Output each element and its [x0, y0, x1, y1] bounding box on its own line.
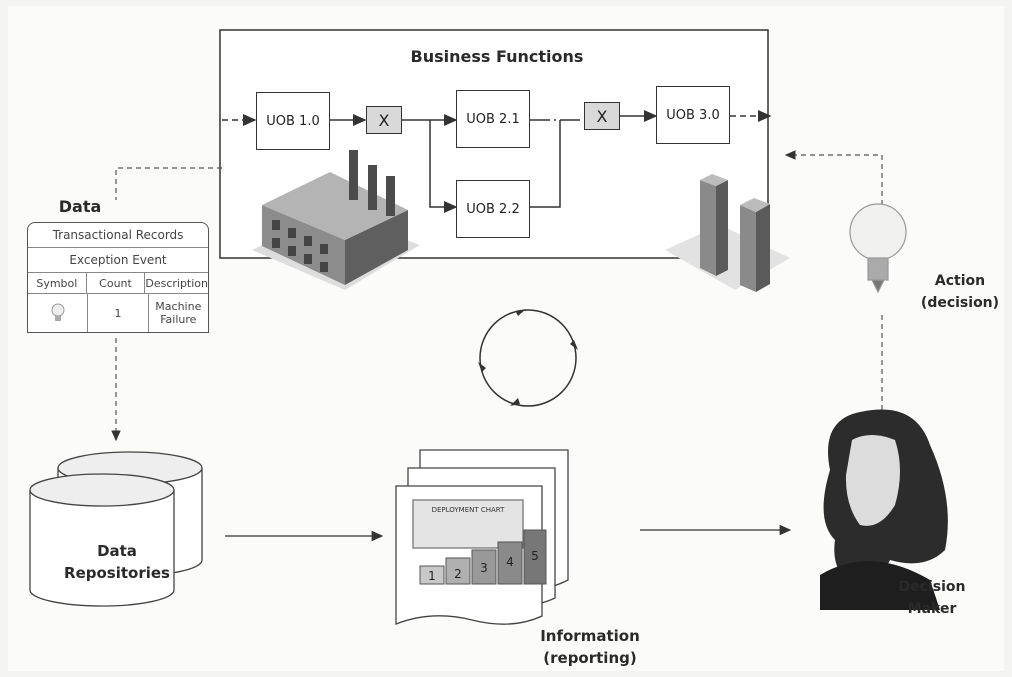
step-label-3: 3: [480, 561, 488, 575]
merge-from-uob22: [530, 120, 561, 208]
uob-2-1-node: UOB 2.1: [456, 90, 530, 148]
column-count: Count: [87, 273, 146, 293]
branch-to-uob22: [429, 120, 458, 213]
junction-x-1: X: [366, 106, 402, 134]
information-label: Information (reporting): [540, 627, 640, 667]
light-bulb-icon: [849, 203, 907, 294]
step-label-1: 1: [428, 569, 436, 583]
factory-illustration: [252, 150, 420, 290]
cycle-arrowhead-left: [478, 362, 486, 372]
data-label: Data: [58, 197, 102, 216]
row-symbol-cell: [28, 294, 89, 332]
action-feedback-connector: [784, 150, 883, 205]
report-steps: [419, 529, 547, 585]
uob-1-0-node: UOB 1.0: [256, 92, 330, 150]
row-count-cell: 1: [88, 294, 149, 332]
step-label-5: 5: [531, 549, 539, 563]
uob-2-2-node: UOB 2.2: [456, 180, 530, 238]
junction-x-2: X: [584, 102, 620, 130]
small-bulb-icon: [51, 303, 65, 321]
table-row: 1 Machine Failure: [28, 294, 208, 332]
business-functions-title: Business Functions: [410, 47, 584, 66]
row-description-cell: Machine Failure: [155, 300, 202, 326]
column-symbol: Symbol: [28, 273, 87, 293]
data-repositories-label: Data Repositories: [64, 542, 170, 582]
uob-3-0-node: UOB 3.0: [656, 86, 730, 144]
column-description: Description: [145, 276, 208, 290]
table-columns: Symbol Count Description: [28, 273, 208, 294]
data-feed-connector: [115, 167, 222, 200]
decision-maker-label: Decision Maker: [898, 579, 966, 617]
table-subheader: Exception Event: [28, 248, 208, 273]
cycle-arrowhead-top: [516, 309, 526, 316]
transactional-records-table: Transactional Records Exception Event Sy…: [27, 222, 209, 333]
office-towers-illustration: [665, 174, 790, 292]
cycle-arrowhead-bottom: [510, 398, 520, 406]
step-label-2: 2: [454, 567, 462, 581]
data-repository-cylinders: [29, 451, 203, 607]
decision-maker-illustration: [820, 409, 948, 610]
step-label-4: 4: [506, 555, 514, 569]
action-label: Action (decision): [920, 273, 1000, 311]
table-header: Transactional Records: [28, 223, 208, 248]
feedback-cycle: [479, 309, 577, 407]
cycle-arrowhead-right: [570, 340, 578, 350]
report-card-title: DEPLOYMENT CHART: [432, 506, 506, 514]
